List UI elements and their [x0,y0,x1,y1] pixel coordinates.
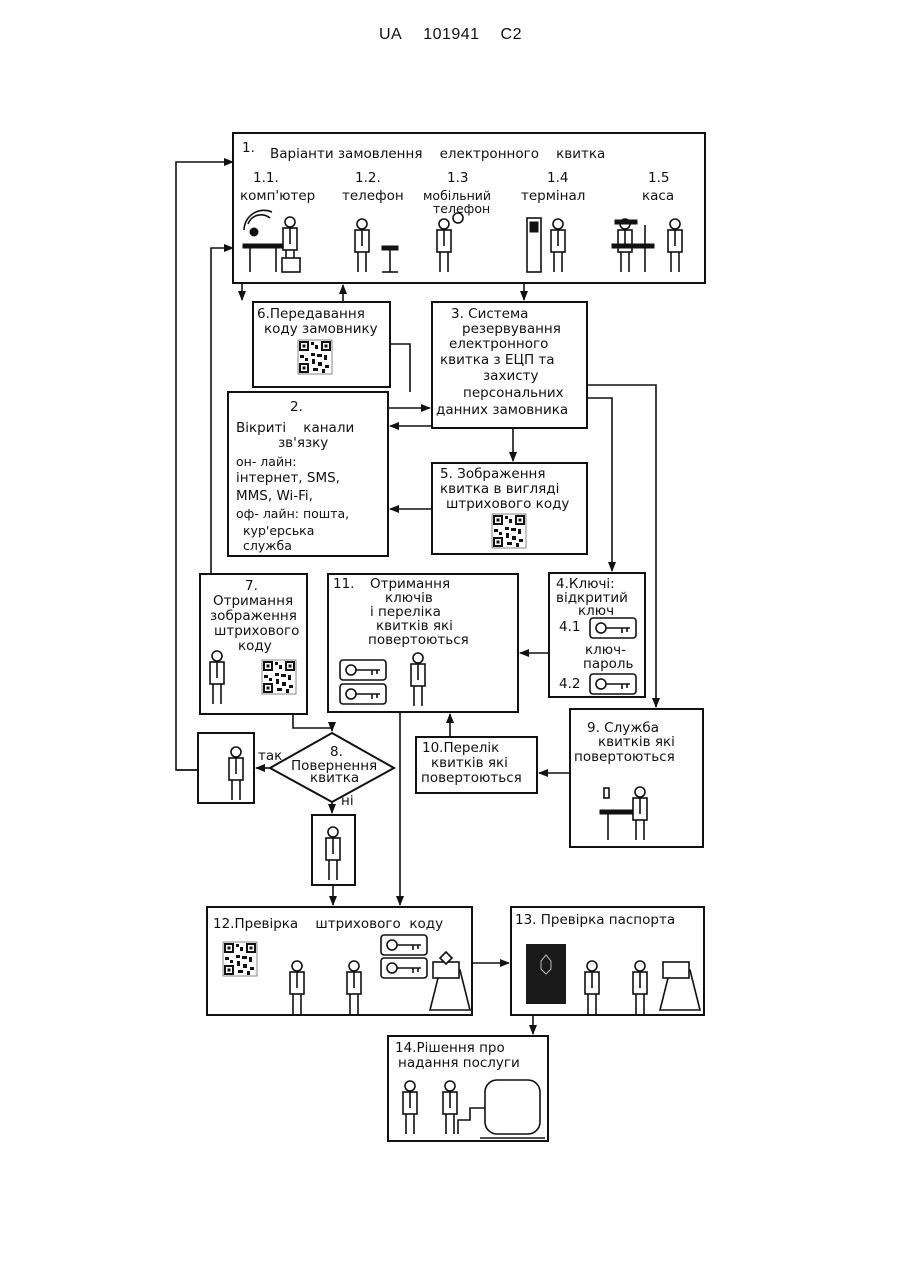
box-2-line4: он- лайн: [236,454,296,469]
option-1-2-label: телефон [342,188,404,204]
box-7-line2: Отримання [213,593,293,609]
box-11-public-key-icon [340,660,386,680]
box-1-title: Варіанти замовлення електронного квитка [270,146,605,162]
option-1-1-label: комп'ютер [240,188,315,204]
box-4-public-key-icon [590,618,636,638]
option-1-5-label: каса [642,188,674,204]
box-12-public-key-icon [381,935,427,955]
box-2-line3: зв'язку [278,435,328,451]
box-4-key2-number: 4.2 [559,676,580,692]
box-5-qr-code-icon [492,514,526,548]
box-6-line2: коду замовнику [264,321,378,337]
option-1-3-number: 1.3 [447,170,468,186]
box-4-password-key-icon [590,674,636,694]
option-1-2-number: 1.2. [355,170,381,186]
decision-8-line3: квитка [310,770,359,786]
box-14-line1: 14.Рішення про [395,1040,505,1056]
box-2-line9: служба [243,538,292,553]
box-10-line3: повертоються [421,770,522,786]
box-7-line3: зображення [210,608,297,624]
box-10-line2: квитків які [431,755,508,771]
box-5-line1: 5. Зображення [440,466,546,482]
decision-8-no-label: ні [341,793,354,809]
box-14-line2: надання послуги [398,1055,520,1071]
box-11-password-key-icon [340,684,386,704]
box-3-line4: квитка з ЕЦП та [440,352,555,368]
box-12-qr-code-icon [223,942,257,976]
box-3-line7: данних замовника [436,402,568,418]
box-11-line6: повертоються [368,632,469,648]
box-4-key1-number: 4.1 [559,619,580,635]
box-3-line1: 3. Система [451,306,528,322]
box-3-line6: персональних [463,385,564,401]
option-1-1-number: 1.1. [253,170,279,186]
box-3-line5: захисту [483,368,539,384]
decision-8-yes-label: так [258,748,282,764]
box-6-line1: 6.Передавання [257,306,365,322]
box-9-line3: повертоються [574,749,675,765]
box-1-number: 1. [242,140,255,156]
box-5-line2: квитка в вигляді [440,481,559,497]
box-7-line1: 7. [245,578,258,594]
box-3-line3: електронного [449,336,548,352]
box-12-password-key-icon [381,958,427,978]
box-2-line5: інтернет, SMS, [236,470,340,486]
box-7-qr-code-icon [262,660,296,694]
option-1-4-number: 1.4 [547,170,568,186]
box-4-line3: ключ [578,603,614,619]
box-6-qr-code-icon [298,340,332,374]
box-13-line1: 13. Превірка паспорта [515,912,675,928]
box-12-line1: 12.Превірка штрихового коду [213,916,443,932]
box-9-line2: квитків які [598,734,675,750]
option-1-5-number: 1.5 [648,170,669,186]
option-1-4-label: термінал [521,188,585,204]
box-2-line8: кур'ерська [243,523,314,538]
box-7-line4: штрихового [214,623,299,639]
box-2-line7: оф- лайн: пошта, [236,506,349,521]
box-10-line1: 10.Перелік [422,740,499,756]
box-13-passport-icon [526,944,566,1004]
return-person-box [198,733,254,803]
box-3-line2: резервування [462,321,561,337]
box-2-line2: Вікриті канали [236,420,354,436]
box-4-line5: пароль [583,656,634,672]
box-2-line6: MMS, Wi-Fi, [236,488,313,504]
box-2-line1: 2. [290,399,303,415]
box-7-line5: коду [238,638,272,654]
box-11-number: 11. [333,576,354,592]
box-5-line3: штрихового коду [446,496,569,512]
